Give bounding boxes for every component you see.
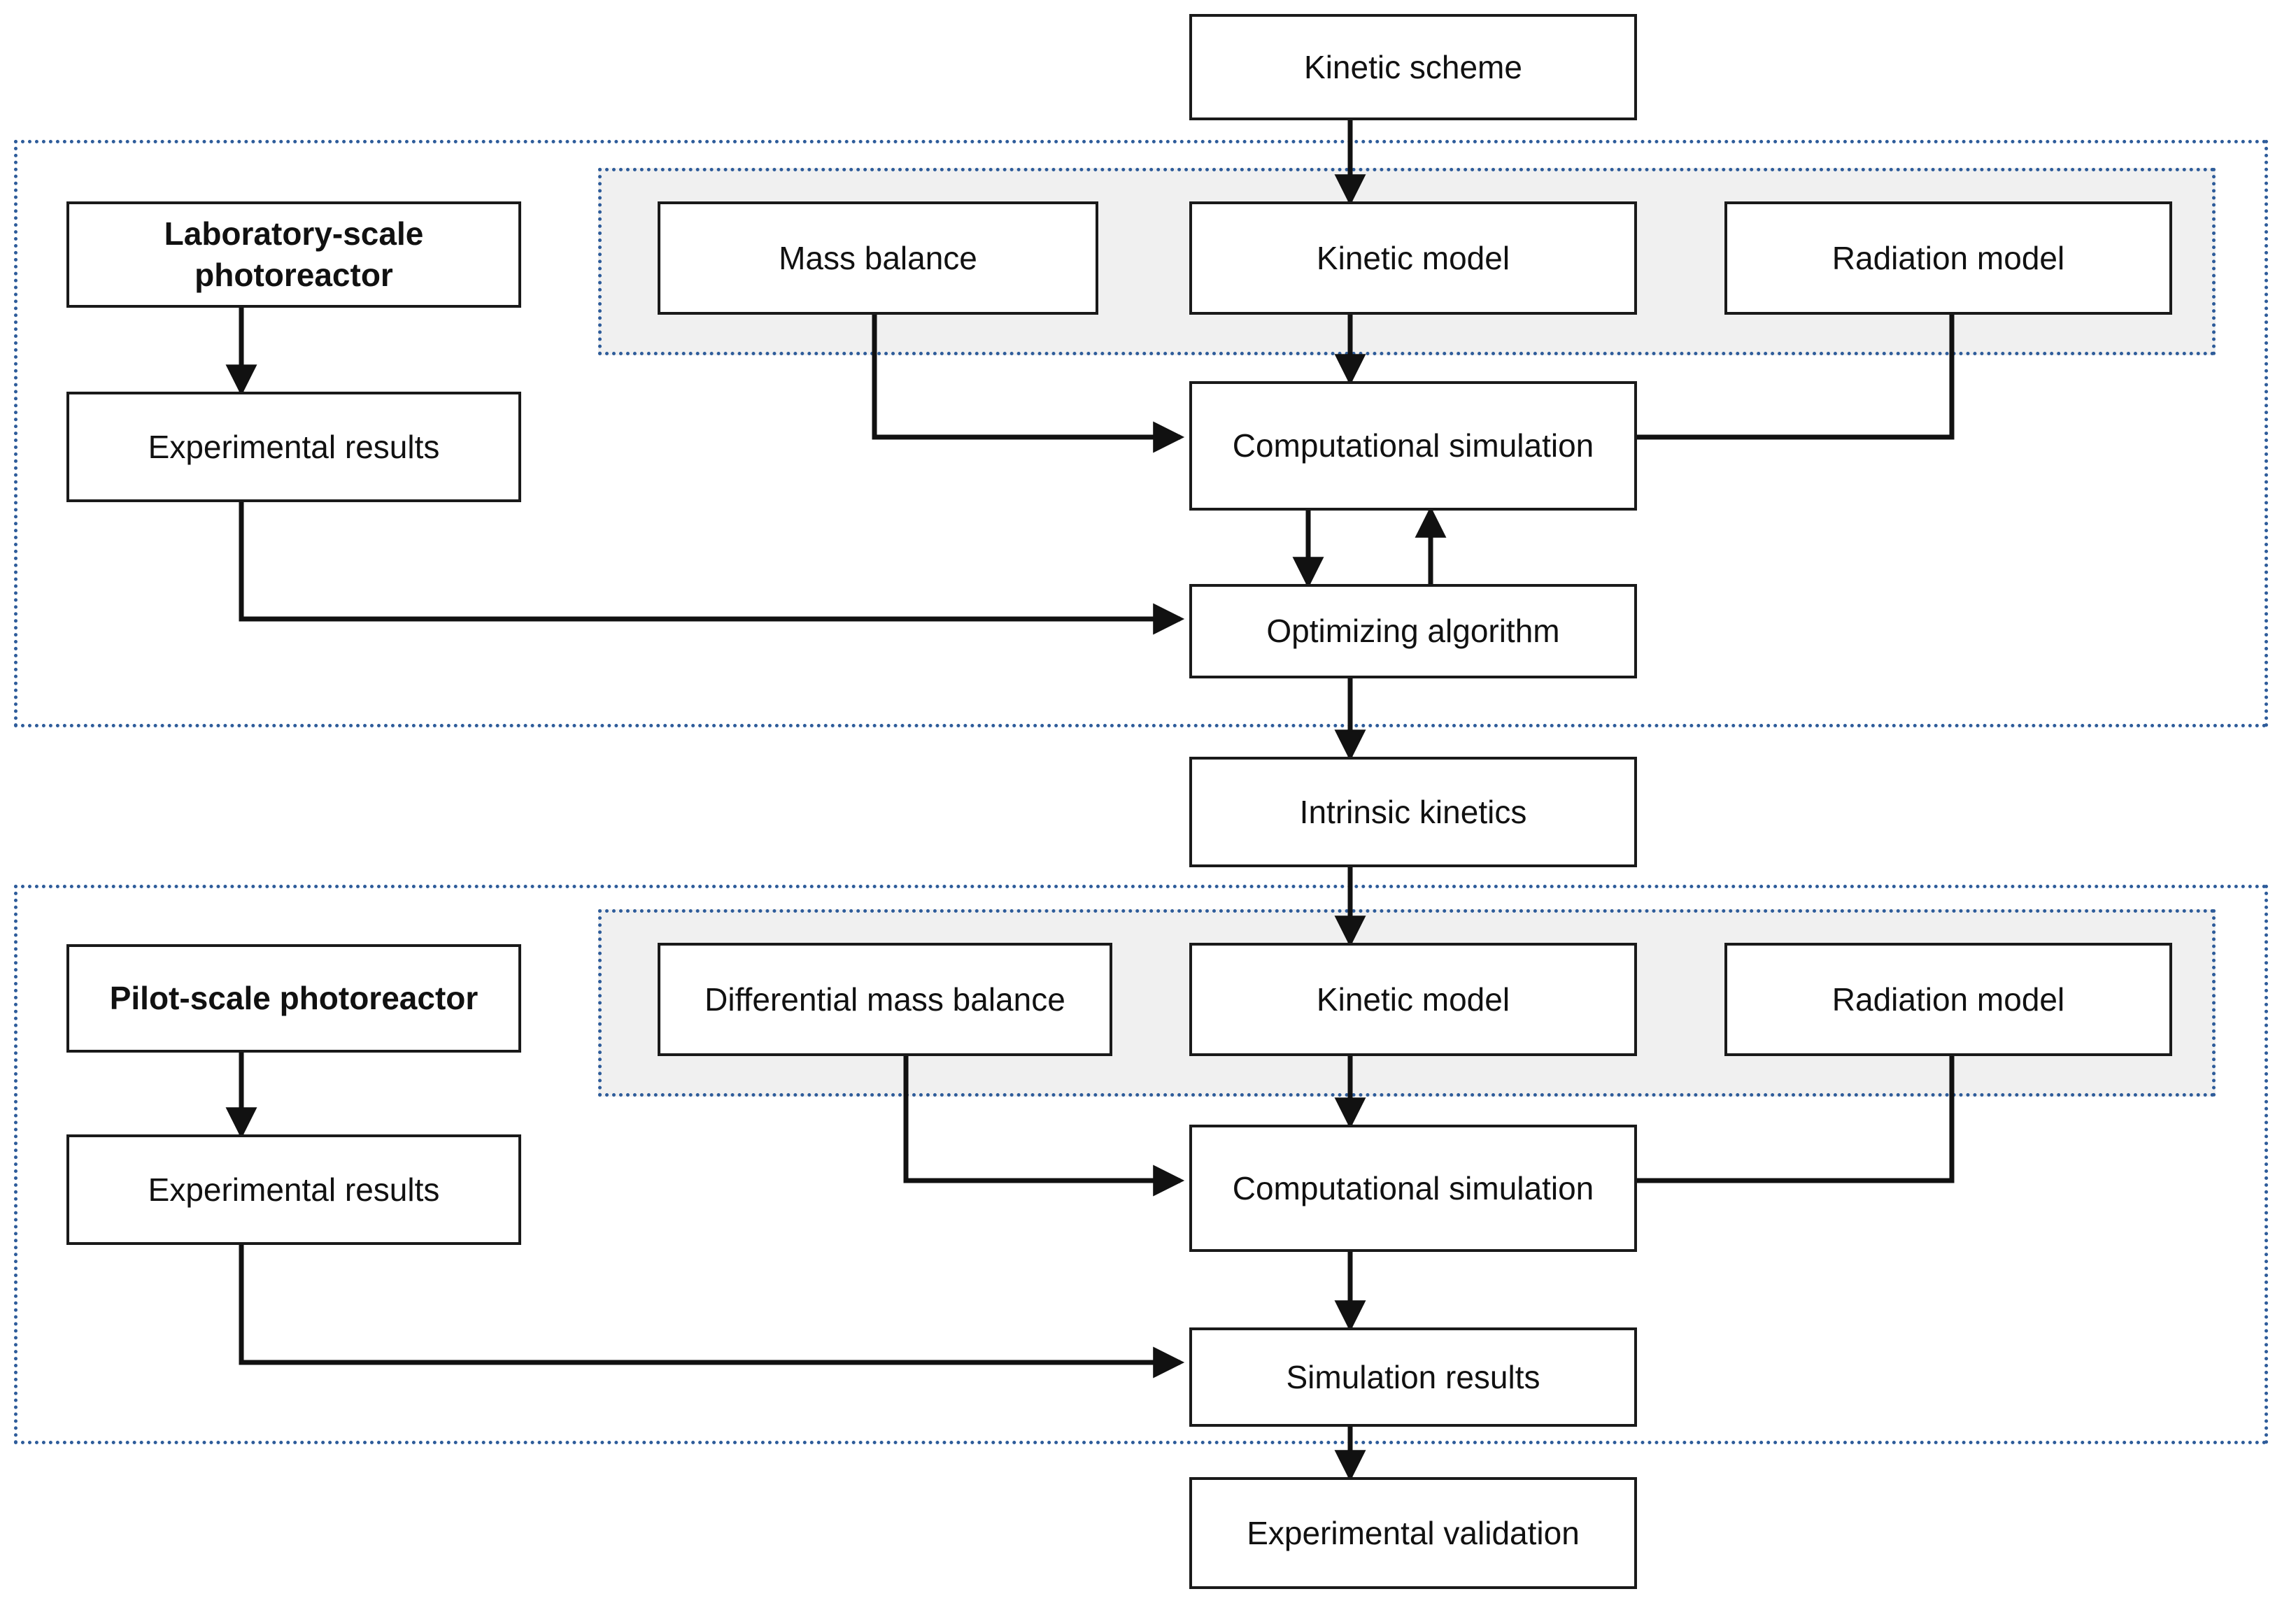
node-optimizing-algorithm[interactable]: Optimizing algorithm [1189, 584, 1637, 678]
node-radiation-model-lab[interactable]: Radiation model [1724, 201, 2172, 315]
node-computational-simulation-pilot[interactable]: Computational simulation [1189, 1125, 1637, 1252]
node-differential-mass-balance[interactable]: Differential mass balance [658, 943, 1112, 1056]
edge-diff-mass-balance-to-comp-sim-pilot [903, 1056, 1185, 1197]
node-label: Pilot-scale photoreactor [109, 980, 479, 1017]
node-pilot-experimental-results[interactable]: Experimental results [66, 1134, 521, 1245]
edge-radiation-model-pilot-to-comp-sim [1517, 1056, 1955, 1197]
node-lab-photoreactor[interactable]: Laboratory-scale photoreactor [66, 201, 521, 308]
node-experimental-validation[interactable]: Experimental validation [1189, 1477, 1637, 1589]
node-label: Laboratory-scale photoreactor [164, 215, 424, 293]
node-computational-simulation-lab[interactable]: Computational simulation [1189, 381, 1637, 511]
edge-radiation-model-to-comp-sim [1517, 315, 1955, 453]
node-label: Mass balance [779, 239, 977, 276]
node-label: Computational simulation [1232, 427, 1594, 464]
node-label: Optimizing algorithm [1266, 613, 1560, 650]
node-label: Kinetic model [1316, 239, 1510, 276]
edge-pilot-experimental-to-simulation-results [239, 1245, 1185, 1379]
node-label: Experimental validation [1247, 1514, 1580, 1551]
node-label: Computational simulation [1232, 1169, 1594, 1206]
node-kinetic-model-lab[interactable]: Kinetic model [1189, 201, 1637, 315]
node-label: Experimental results [148, 428, 440, 465]
node-pilot-photoreactor[interactable]: Pilot-scale photoreactor [66, 944, 521, 1053]
node-simulation-results[interactable]: Simulation results [1189, 1327, 1637, 1427]
node-lab-experimental-results[interactable]: Experimental results [66, 392, 521, 502]
node-kinetic-scheme[interactable]: Kinetic scheme [1189, 14, 1637, 120]
node-label: Experimental results [148, 1171, 440, 1208]
node-label: Radiation model [1831, 239, 2065, 276]
node-kinetic-model-pilot[interactable]: Kinetic model [1189, 943, 1637, 1056]
node-label: Intrinsic kinetics [1299, 793, 1527, 830]
node-intrinsic-kinetics[interactable]: Intrinsic kinetics [1189, 757, 1637, 867]
node-label: Kinetic scheme [1304, 48, 1522, 85]
node-label: Radiation model [1831, 981, 2065, 1018]
edge-lab-experimental-to-optimizer [239, 502, 1185, 635]
pilot-scale-section [14, 885, 2268, 1444]
edge-mass-balance-to-comp-sim [872, 315, 1185, 453]
node-radiation-model-pilot[interactable]: Radiation model [1724, 943, 2172, 1056]
node-label: Kinetic model [1316, 981, 1510, 1018]
node-label: Simulation results [1286, 1358, 1540, 1395]
laboratory-scale-section [14, 140, 2268, 727]
node-label: Differential mass balance [704, 981, 1065, 1018]
node-mass-balance[interactable]: Mass balance [658, 201, 1098, 315]
